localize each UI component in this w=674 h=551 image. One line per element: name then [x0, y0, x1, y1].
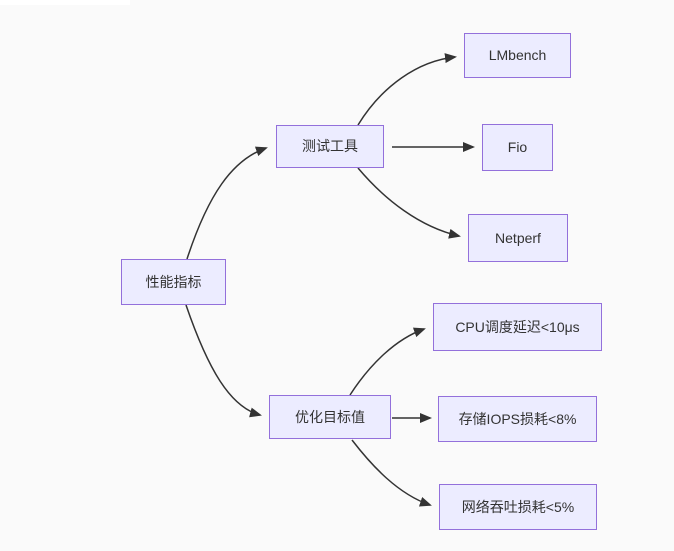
top-strip-decoration: [0, 0, 130, 5]
node-label: Fio: [507, 139, 528, 156]
node-test-tools: 测试工具: [276, 125, 384, 168]
node-label: 存储IOPS损耗<8%: [458, 410, 577, 427]
node-lmbench: LMbench: [464, 33, 571, 78]
node-label: LMbench: [488, 47, 547, 64]
node-label: 性能指标: [145, 273, 202, 290]
node-label: 网络吞吐损耗<5%: [461, 498, 575, 515]
node-performance-metrics: 性能指标: [121, 259, 226, 305]
node-label: CPU调度延迟<10μs: [455, 318, 580, 335]
edge-performance-metrics-to-optimization-targets: [185, 304, 262, 418]
node-label: 优化目标值: [295, 408, 365, 425]
edge-optimization-targets-to-network-throughput-loss: [351, 439, 432, 507]
node-storage-iops-loss: 存储IOPS损耗<8%: [438, 396, 597, 442]
edge-performance-metrics-to-test-tools: [186, 146, 268, 260]
node-network-throughput-loss: 网络吞吐损耗<5%: [439, 484, 597, 530]
node-cpu-sched-latency: CPU调度延迟<10μs: [433, 303, 602, 351]
edge-test-tools-to-lmbench: [357, 53, 457, 126]
node-optimization-targets: 优化目标值: [269, 395, 391, 439]
node-fio: Fio: [482, 124, 553, 171]
node-label: 测试工具: [302, 138, 358, 155]
node-netperf: Netperf: [468, 214, 568, 262]
node-label: Netperf: [495, 229, 541, 246]
edge-optimization-targets-to-cpu-sched-latency: [349, 327, 426, 396]
edge-test-tools-to-netperf: [357, 167, 461, 239]
